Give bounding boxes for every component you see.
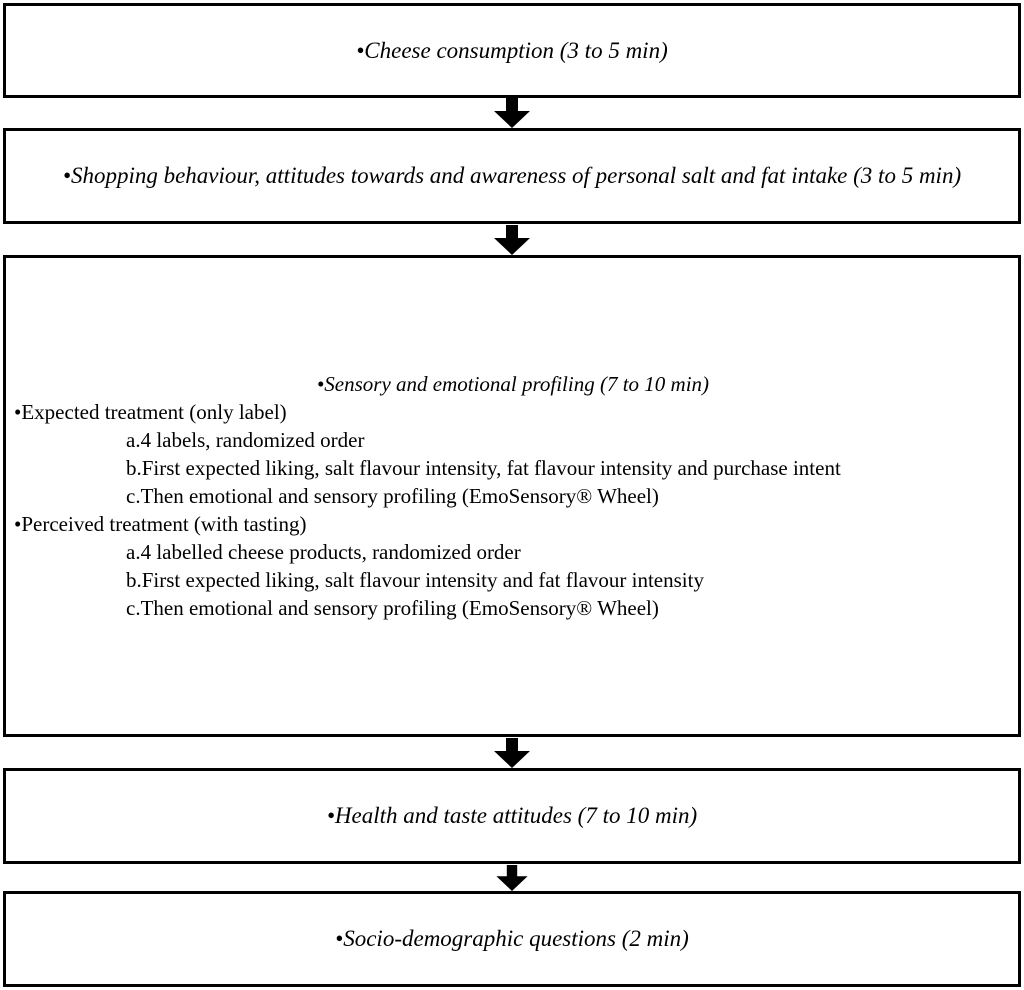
flow-box-socio-demographic: •Socio-demographic questions (2 min) [3,891,1021,987]
down-arrow-icon [494,98,530,128]
flow-box-label: •Socio-demographic questions (2 min) [335,926,689,951]
list-item: •Expected treatment (only label) [14,400,287,424]
down-arrow-icon [494,738,530,768]
flow-box-label: •Shopping behaviour, attitudes towards a… [62,163,962,188]
flow-box-title: •Sensory and emotional profiling (7 to 1… [316,372,710,396]
flow-box-sensory-emotional-profiling: •Sensory and emotional profiling (7 to 1… [3,255,1021,737]
flow-box-shopping-behaviour: •Shopping behaviour, attitudes towards a… [3,128,1021,224]
list-item: b.First expected liking, salt flavour in… [126,568,704,592]
flow-box-health-taste-attitudes: •Health and taste attitudes (7 to 10 min… [3,768,1021,864]
list-item: a.4 labels, randomized order [126,428,365,452]
list-item: a.4 labelled cheese products, randomized… [126,540,521,564]
list-item: •Perceived treatment (with tasting) [14,512,307,536]
list-item: c.Then emotional and sensory profiling (… [126,596,659,620]
flow-box-cheese-consumption: •Cheese consumption (3 to 5 min) [3,3,1021,98]
flow-box-label: •Cheese consumption (3 to 5 min) [356,37,668,63]
list-item: c.Then emotional and sensory profiling (… [126,484,659,508]
flow-box-label: •Health and taste attitudes (7 to 10 min… [326,803,698,828]
list-item: b.First expected liking, salt flavour in… [126,456,841,480]
down-arrow-icon [494,225,530,255]
down-arrow-icon [494,865,530,891]
